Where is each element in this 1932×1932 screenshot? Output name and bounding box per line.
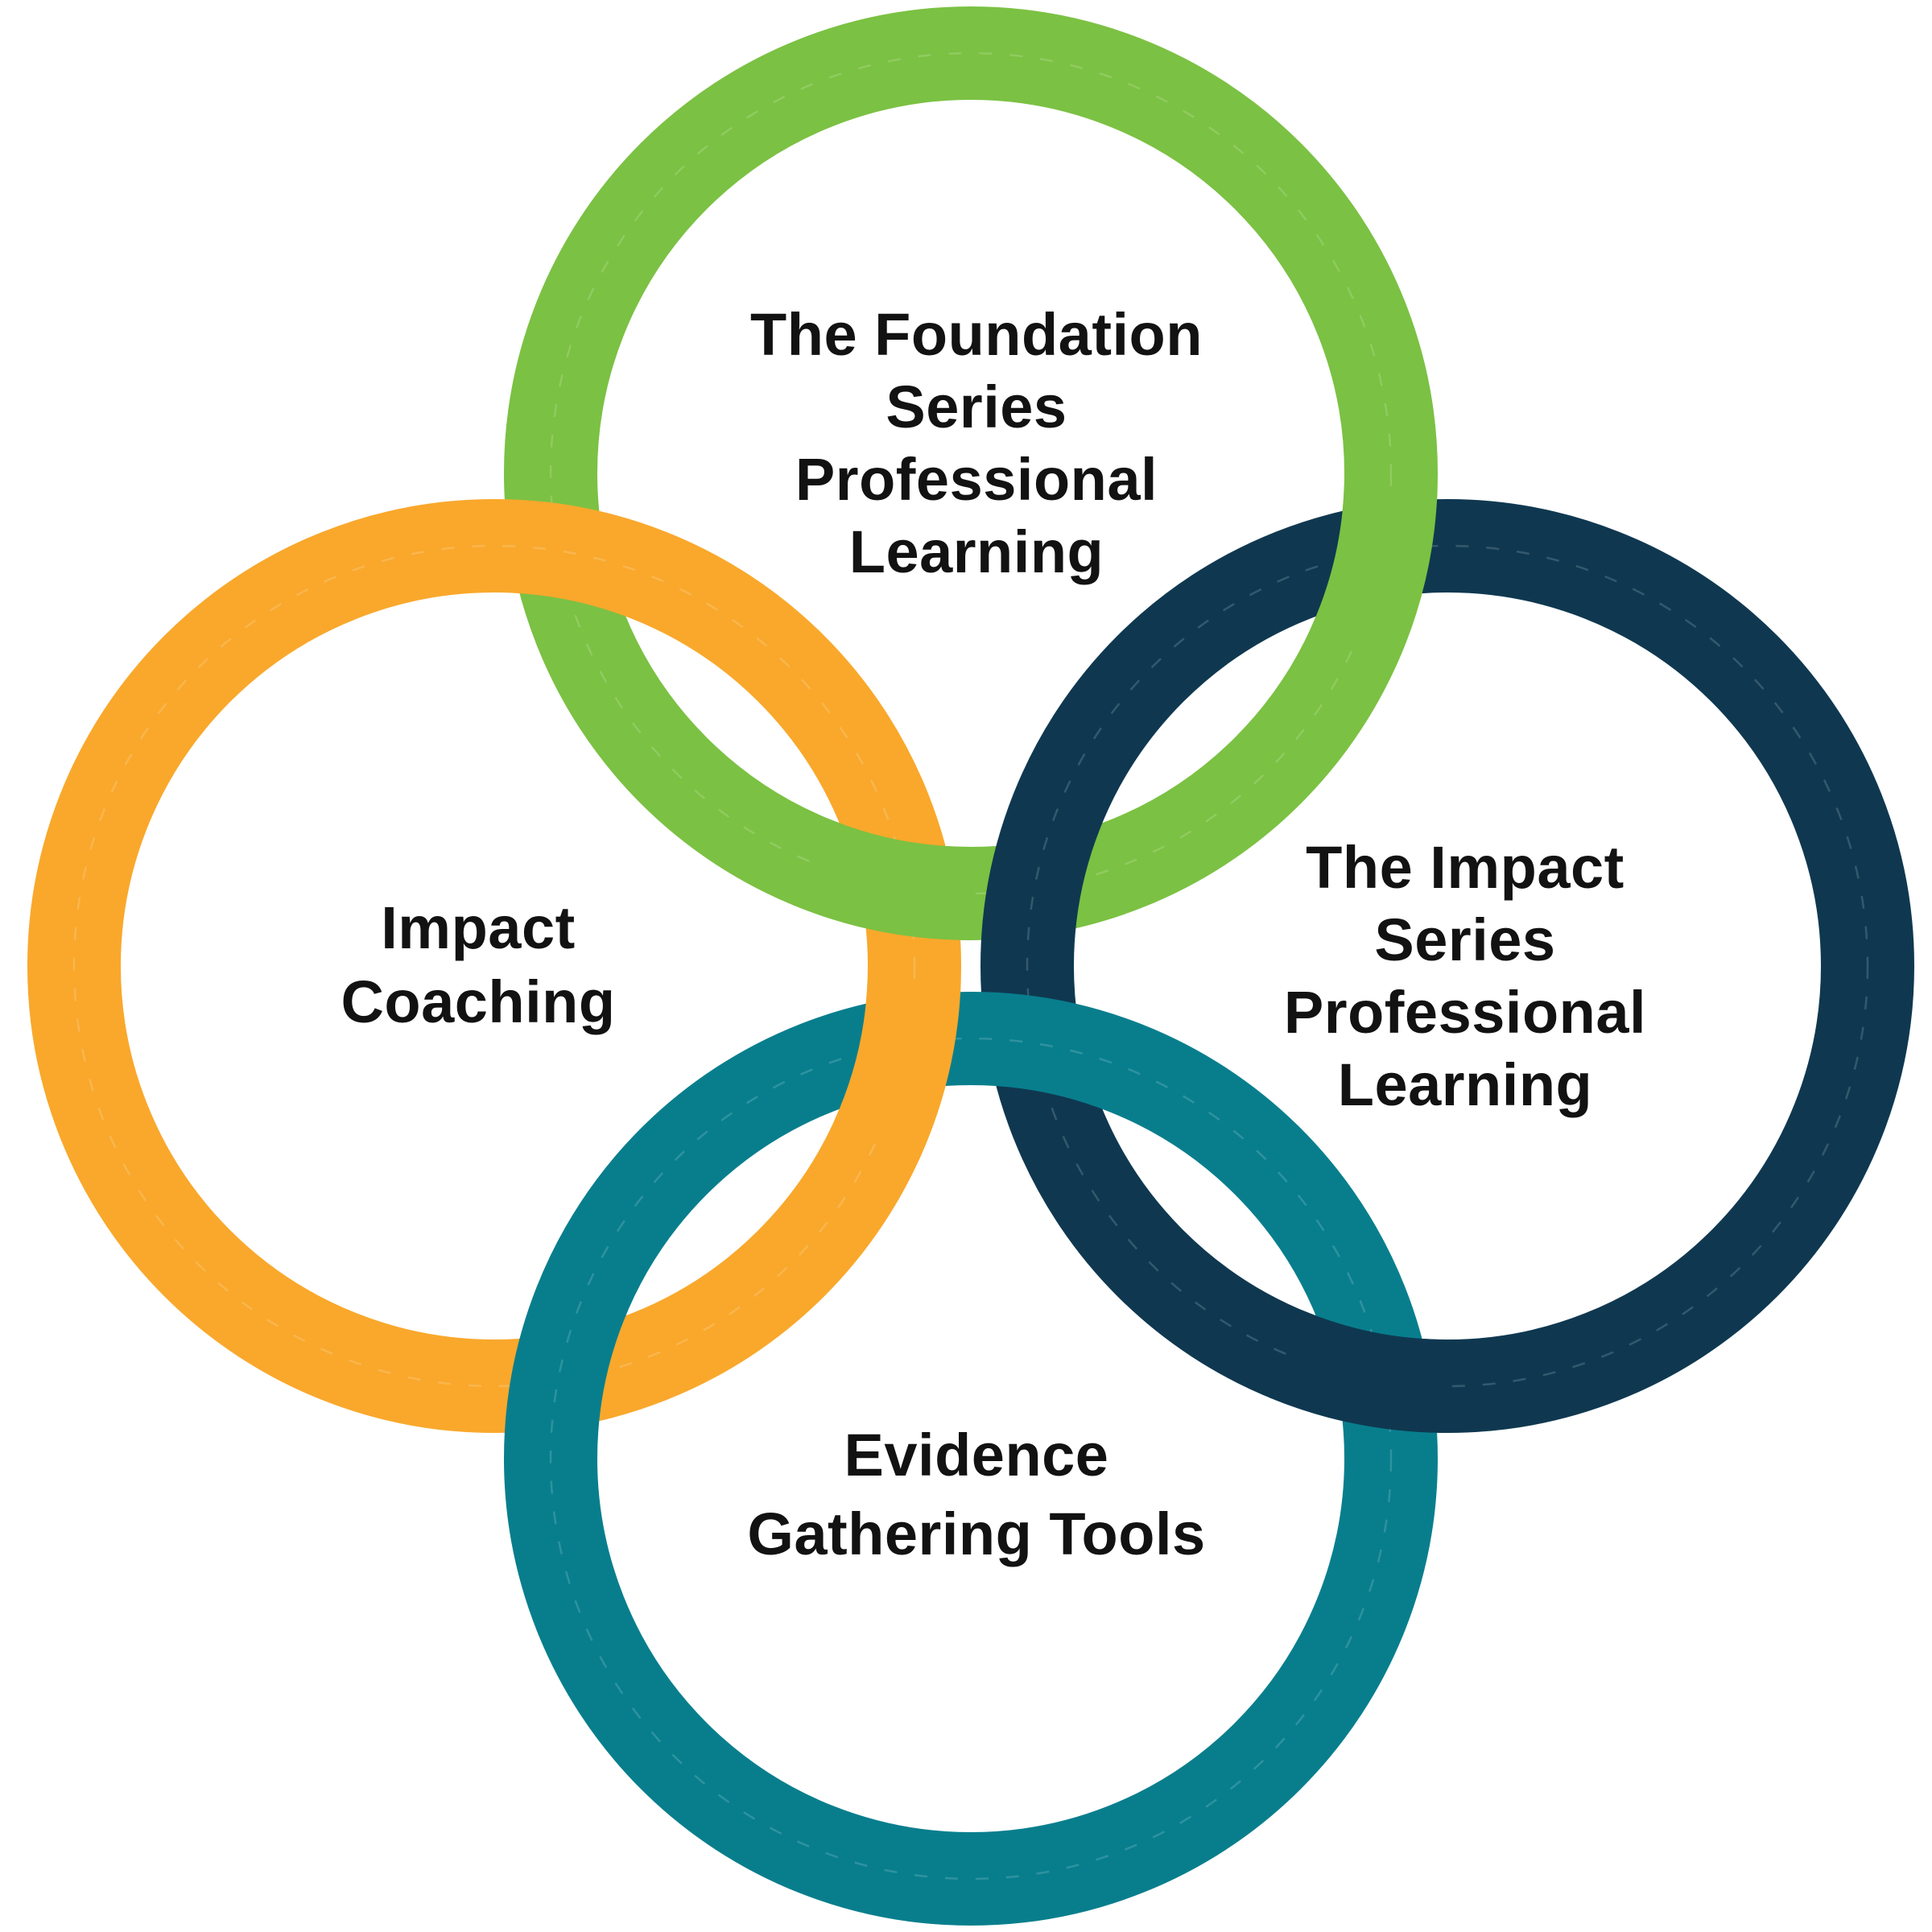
ring-label-line: Series — [1374, 906, 1555, 973]
rings-weave-overlay-layer — [792, 485, 1448, 1434]
ring-label-line: Professional — [795, 446, 1158, 513]
ring-label-line: Learning — [849, 518, 1104, 585]
ring-bottom-evidence-gathering — [504, 992, 1438, 1926]
ring-left-impact-coaching — [27, 499, 961, 1433]
weave-arc-navy-over-teal — [1269, 1311, 1448, 1434]
ring-label-line: Series — [886, 374, 1067, 440]
weave-arc-green-over-orange — [792, 818, 972, 941]
ring-label-line: The Foundation — [750, 301, 1203, 368]
ring-label-line: Evidence — [844, 1422, 1109, 1488]
ring-left-centerline-dashes — [72, 544, 916, 1388]
weave-arc-orange-over-teal — [833, 978, 961, 1160]
ring-label-line: Professional — [1284, 979, 1646, 1046]
ring-label-line: Learning — [1338, 1051, 1592, 1118]
ring-label-line: Gathering Tools — [747, 1501, 1205, 1567]
ring-bottom-centerline-dashes — [549, 1037, 1393, 1880]
ring-label-line: The Impact — [1306, 834, 1624, 901]
ring-label-line: Coaching — [341, 968, 615, 1035]
ring-top-centerline-dashes — [549, 52, 1393, 895]
ring-label-line: Impact — [381, 894, 576, 961]
ring-right-centerline-dashes — [1026, 544, 1869, 1388]
weave-arc-green-over-navy — [1310, 485, 1438, 667]
